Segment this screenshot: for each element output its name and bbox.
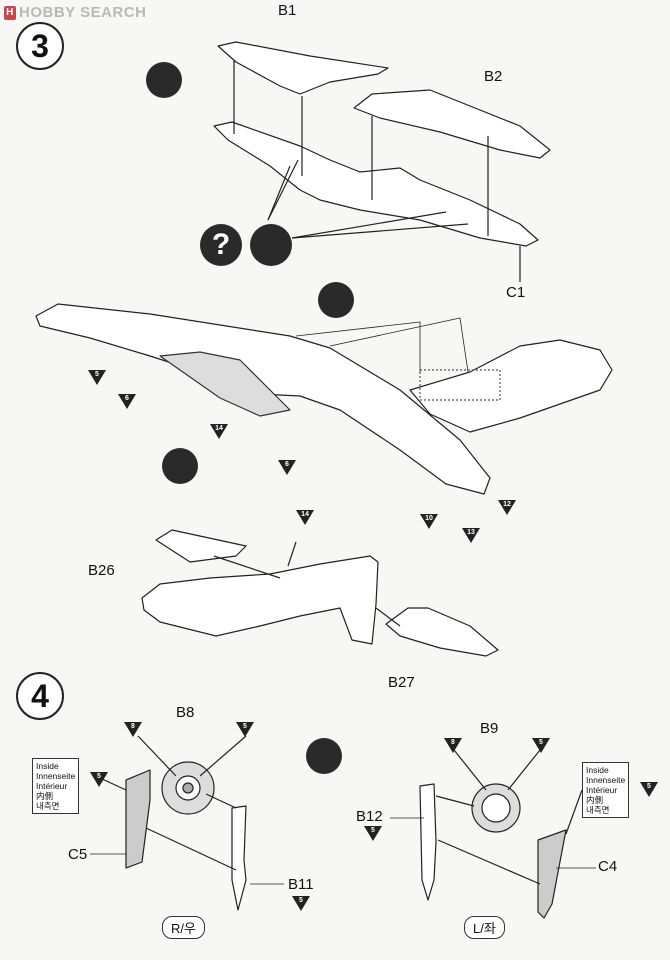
note-line: Innenseite bbox=[586, 775, 626, 785]
assembled-wing-shape bbox=[35, 303, 491, 495]
note-line: Intérieur bbox=[586, 785, 618, 795]
part-b27-shape bbox=[385, 607, 499, 657]
note-line: 内側 bbox=[586, 795, 604, 805]
note-line: Intérieur bbox=[36, 781, 68, 791]
callout-number: 5 bbox=[97, 773, 101, 780]
callout-number: 8 bbox=[451, 739, 455, 746]
label-b1: B1 bbox=[278, 2, 297, 19]
color-callout: 5 bbox=[90, 772, 108, 787]
label-b12: B12 bbox=[356, 808, 383, 825]
callout-number: 14 bbox=[301, 511, 309, 518]
glue-applicator-icon bbox=[250, 224, 292, 266]
label-c4: C4 bbox=[598, 858, 618, 875]
label-b11: B11 bbox=[288, 876, 314, 893]
fuselage-section-shape bbox=[409, 339, 613, 433]
glue-icon-2 bbox=[318, 282, 354, 318]
callout-number: 5 bbox=[539, 739, 543, 746]
inside-note-right: Inside Innenseite Intérieur 内側 내측면 bbox=[582, 762, 630, 818]
part-b2-shape bbox=[353, 89, 551, 159]
color-callout: 14 bbox=[296, 510, 314, 525]
step-3-badge: 3 bbox=[16, 22, 64, 70]
note-line: 내측면 bbox=[586, 805, 610, 815]
callout-number: 14 bbox=[215, 425, 223, 432]
label-c5: C5 bbox=[68, 846, 88, 863]
note-line: Innenseite bbox=[36, 771, 76, 781]
glue-icon-3 bbox=[162, 448, 198, 484]
label-b26: B26 bbox=[88, 562, 115, 579]
callout-number: 6 bbox=[285, 461, 289, 468]
color-callout: 10 bbox=[420, 514, 438, 529]
inside-note-left: Inside Innenseite Intérieur 内側 내측면 bbox=[32, 758, 80, 814]
color-callout: 5 bbox=[364, 826, 382, 841]
part-b26-shape bbox=[155, 529, 247, 563]
color-callout: 5 bbox=[292, 896, 310, 911]
label-b9: B9 bbox=[480, 720, 499, 737]
hobby-search-logo-icon: H bbox=[4, 5, 16, 20]
callout-number: 6 bbox=[125, 395, 129, 402]
glue-icon-4 bbox=[306, 738, 342, 774]
color-callout: 13 bbox=[462, 528, 480, 543]
note-line: 内側 bbox=[36, 791, 54, 801]
callout-number: 5 bbox=[299, 897, 303, 904]
callout-number: 8 bbox=[131, 723, 135, 730]
label-c1: C1 bbox=[506, 284, 526, 301]
watermark-text: HOBBY SEARCH bbox=[19, 4, 147, 21]
color-callout: 8 bbox=[444, 738, 462, 753]
callout-number: 5 bbox=[95, 371, 99, 378]
color-callout: 6 bbox=[118, 394, 136, 409]
part-b1-shape bbox=[217, 41, 389, 95]
callout-number: 13 bbox=[467, 529, 475, 536]
color-callout: 5 bbox=[640, 782, 658, 797]
part-b12-strut bbox=[419, 783, 437, 901]
part-c1-shape bbox=[213, 121, 539, 247]
callout-number: 5 bbox=[647, 783, 651, 790]
side-right-label: R/우 bbox=[162, 916, 205, 939]
callout-number: 5 bbox=[243, 723, 247, 730]
color-callout: 5 bbox=[236, 722, 254, 737]
part-b11-strut bbox=[231, 805, 247, 911]
color-callout: 5 bbox=[88, 370, 106, 385]
color-callout: 14 bbox=[210, 424, 228, 439]
side-left-label: L/좌 bbox=[464, 916, 505, 939]
note-line: Inside bbox=[36, 761, 59, 771]
label-b2: B2 bbox=[484, 68, 503, 85]
hobby-search-watermark: H HOBBY SEARCH bbox=[4, 4, 146, 21]
callout-number: 5 bbox=[371, 827, 375, 834]
color-callout: 8 bbox=[124, 722, 142, 737]
part-c5-shape bbox=[125, 769, 151, 869]
label-b8: B8 bbox=[176, 704, 195, 721]
color-callout: 6 bbox=[278, 460, 296, 475]
color-callout: 5 bbox=[532, 738, 550, 753]
callout-number: 12 bbox=[503, 501, 511, 508]
step-4-badge: 4 bbox=[16, 672, 64, 720]
fuselage-shape bbox=[141, 555, 379, 645]
note-line: Inside bbox=[586, 765, 609, 775]
color-callout: 12 bbox=[498, 500, 516, 515]
note-line: 내측면 bbox=[36, 801, 60, 811]
glue-icon bbox=[146, 62, 182, 98]
callout-number: 10 bbox=[425, 515, 433, 522]
part-c4-shape bbox=[537, 829, 567, 919]
label-b27: B27 bbox=[388, 674, 415, 691]
question-icon: ? bbox=[200, 224, 242, 266]
